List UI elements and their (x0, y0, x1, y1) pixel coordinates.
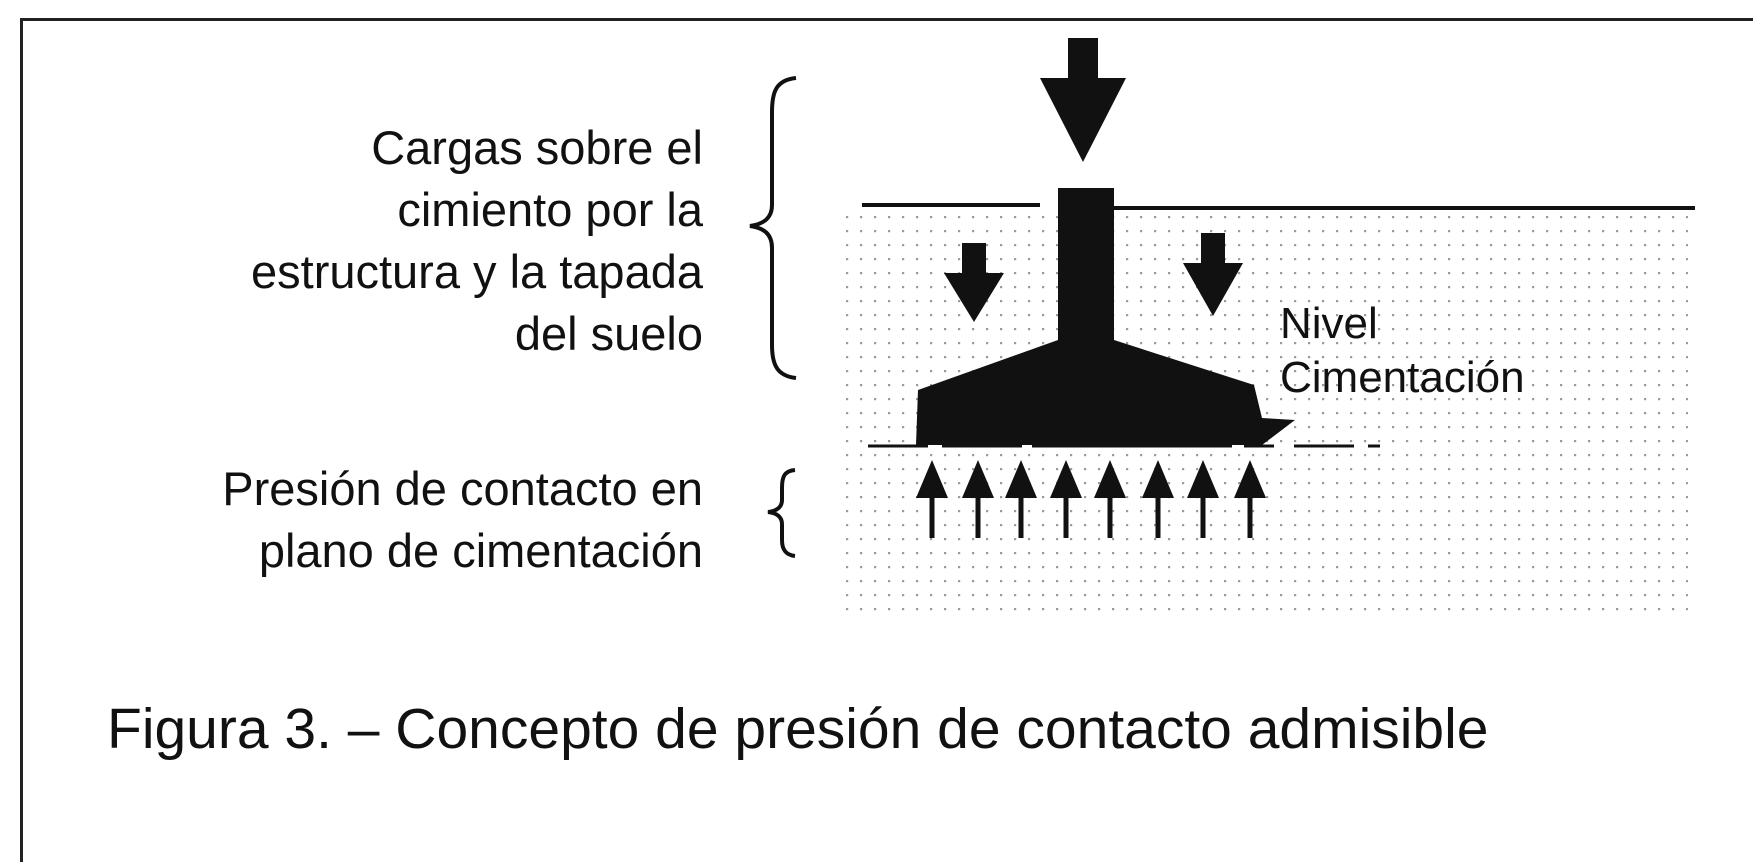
down-arrow-icon (1201, 233, 1225, 263)
up-arrow-icon (1187, 460, 1219, 538)
contact-pressure-label: Presión de contacto en plano de cimentac… (222, 458, 703, 582)
up-arrow-shaft (1247, 496, 1253, 538)
up-arrow-shaft (929, 496, 935, 538)
loads-label-line: del suelo (514, 307, 703, 360)
up-arrow-shaft (975, 496, 981, 538)
up-arrow-head (1005, 460, 1037, 498)
up-arrow-icon (1234, 460, 1266, 538)
up-arrow-head (1234, 460, 1266, 498)
up-arrow-icon (1094, 460, 1126, 538)
up-arrow-shaft (1200, 496, 1206, 538)
figure-frame (20, 18, 1753, 862)
up-arrow-head (916, 460, 948, 498)
level-label-line: Nivel (1280, 299, 1378, 348)
down-arrow-icon (962, 243, 986, 273)
soil-load-arrow-left (944, 243, 1004, 322)
up-arrow-head (1187, 460, 1219, 498)
up-arrow-head (1142, 460, 1174, 498)
up-arrow-shaft (1063, 496, 1069, 538)
contact-brace-icon (767, 468, 796, 558)
up-arrow-shaft (1107, 496, 1113, 538)
contact-label-line: plano de cimentación (258, 524, 703, 577)
up-arrow-icon (1050, 460, 1082, 538)
up-arrow-icon (916, 460, 948, 538)
down-arrow-head (1040, 78, 1126, 162)
up-arrow-icon (962, 460, 994, 538)
level-label-line: Cimentación (1280, 353, 1525, 402)
footing-base (916, 340, 1295, 445)
down-arrow-icon (1068, 38, 1098, 78)
up-arrow-head (962, 460, 994, 498)
soil-load-arrow-right (1183, 233, 1243, 316)
loads-label-line: estructura y la tapada (251, 245, 703, 298)
contact-pressure-arrows (916, 460, 1266, 538)
up-arrow-icon (1142, 460, 1174, 538)
up-arrow-shaft (1155, 496, 1161, 538)
up-arrow-shaft (1018, 496, 1024, 538)
loads-label-line: Cargas sobre el (371, 121, 703, 174)
foundation-level-label: Nivel Cimentación (1280, 297, 1525, 405)
figure-caption: Figura 3. – Concepto de presión de conta… (107, 697, 1489, 761)
loads-label: Cargas sobre el cimiento por la estructu… (251, 117, 703, 365)
footing-column (1058, 188, 1114, 348)
loads-label-line: cimiento por la (397, 183, 703, 236)
contact-label-line: Presión de contacto en (222, 462, 703, 515)
column-load-arrow (1040, 38, 1126, 162)
up-arrow-head (1050, 460, 1082, 498)
up-arrow-head (1094, 460, 1126, 498)
loads-brace-icon (749, 76, 797, 380)
up-arrow-icon (1005, 460, 1037, 538)
